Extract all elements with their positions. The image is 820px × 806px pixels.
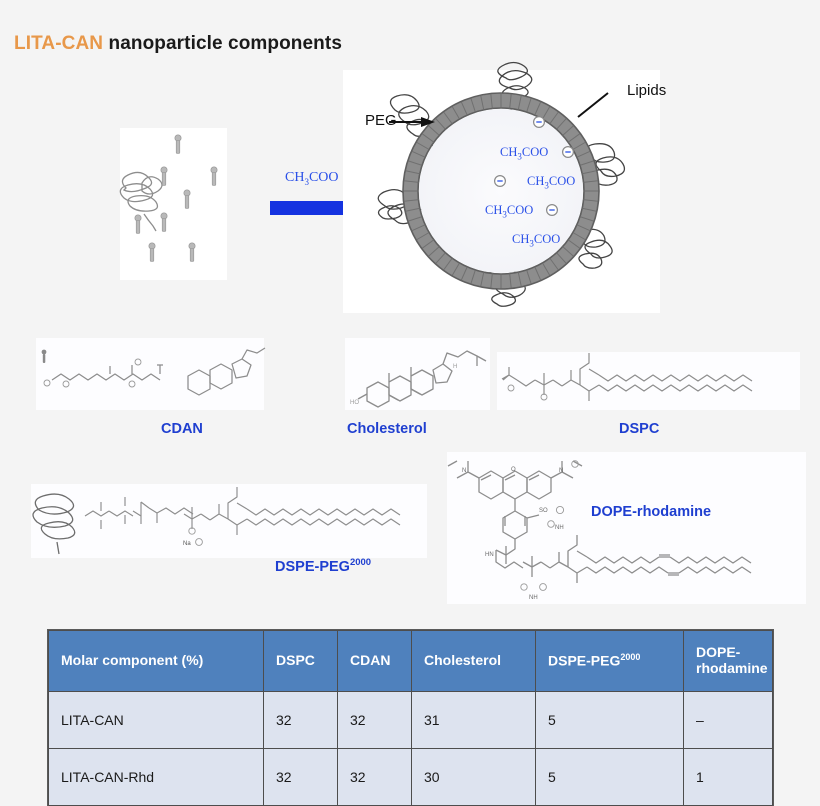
- composition-table: Molar component (%) DSPC CDAN Cholestero…: [48, 630, 773, 806]
- reagent-acetate-label: CH3COO: [285, 170, 339, 187]
- row0-dspe-peg: 5: [535, 691, 684, 749]
- row0-dspc: 32: [263, 691, 338, 749]
- cdan-structure-drawing: [41, 347, 266, 396]
- ion1-ch: CH: [500, 145, 518, 159]
- table-row: LITA-CAN 32 32 31 5 –: [48, 691, 773, 749]
- cdan-structure-panel: [36, 338, 266, 410]
- page-title-accent: LITA-CAN: [14, 33, 104, 54]
- acetate-ion-label-4: CH3COO: [512, 232, 560, 249]
- row0-name: LITA-CAN: [48, 691, 264, 749]
- ion4-coo: COO: [533, 232, 561, 246]
- dspe-peg-label: DSPE-PEG2000: [275, 557, 371, 575]
- cholesterol-label: Cholesterol: [347, 421, 427, 437]
- page-title-rest: nanoparticle components: [108, 33, 342, 54]
- header-dspe-peg-sup: 2000: [620, 652, 641, 663]
- reagent-sub: 3: [304, 176, 309, 187]
- reagent-ch: CH: [285, 170, 305, 185]
- dspe-peg-label-sup: 2000: [349, 557, 372, 568]
- lipids-pointer-line: [577, 92, 609, 118]
- free-components-drawing: [119, 134, 218, 262]
- cholesterol-structure-panel: HO H: [345, 338, 490, 410]
- acetate-ion-label-3: CH3COO: [485, 203, 533, 220]
- dspc-label: DSPC: [619, 421, 660, 437]
- ion2-ch: CH: [527, 174, 545, 188]
- header-dope-rhodamine: DOPE-rhodamine: [683, 630, 773, 692]
- header-cholesterol: Cholesterol: [411, 630, 536, 692]
- ion1-sub: 3: [517, 151, 522, 162]
- vesicle-lumen: [419, 109, 583, 273]
- header-dspc: DSPC: [263, 630, 338, 692]
- dspc-structure-drawing: [501, 353, 753, 401]
- nanoparticle-panel: [343, 61, 660, 313]
- dspc-structure-panel: [497, 352, 800, 410]
- dope-rhodamine-structure-panel: N N O SO NH HN NH: [447, 452, 806, 604]
- svg-text:O: O: [511, 467, 516, 473]
- acetate-ion-label-1: CH3COO: [500, 145, 548, 162]
- peg-pointer-arrow: [389, 117, 435, 127]
- cdan-label: CDAN: [161, 421, 203, 437]
- dspe-peg-structure-drawing: Na: [32, 487, 401, 555]
- row1-dope-rhodamine: 1: [683, 748, 773, 806]
- header-molar-component: Molar component (%): [48, 630, 264, 692]
- dope-rhodamine-structure-drawing: N N O SO NH HN NH: [447, 460, 752, 601]
- ion4-ch: CH: [512, 232, 530, 246]
- dope-rhodamine-label: DOPE-rhodamine: [591, 504, 712, 520]
- header-dspe-peg-text: DSPE-PEG: [548, 652, 621, 669]
- ion1-coo: COO: [521, 145, 549, 159]
- header-dspe-peg: DSPE-PEG2000: [535, 630, 684, 692]
- row1-dspe-peg: 5: [535, 748, 684, 806]
- acetate-ion-label-2: CH3COO: [527, 174, 575, 191]
- dspe-peg-structure-panel: Na: [31, 484, 427, 558]
- svg-text:HN: HN: [485, 552, 494, 558]
- row1-cholesterol: 30: [411, 748, 536, 806]
- page-title: LITA-CAN nanoparticle components: [14, 33, 342, 55]
- dspe-peg-label-text: DSPE-PEG: [275, 558, 350, 575]
- ion3-sub: 3: [502, 209, 507, 220]
- acetate-charge-icons: [493, 115, 575, 217]
- free-components-panel: [119, 128, 227, 280]
- row0-cholesterol: 31: [411, 691, 536, 749]
- row0-cdan: 32: [337, 691, 412, 749]
- peg-annotation: PEG: [365, 112, 397, 129]
- ion4-sub: 3: [529, 238, 534, 249]
- svg-text:Na: Na: [183, 541, 191, 547]
- svg-text:NH: NH: [529, 595, 538, 601]
- ion2-sub: 3: [544, 180, 549, 191]
- reagent-coo: COO: [308, 170, 339, 185]
- row1-dspc: 32: [263, 748, 338, 806]
- row1-name: LITA-CAN-Rhd: [48, 748, 264, 806]
- ion3-coo: COO: [506, 203, 534, 217]
- table-row: LITA-CAN-Rhd 32 32 30 5 1: [48, 748, 773, 806]
- lipids-annotation: Lipids: [627, 82, 667, 99]
- svg-text:SO: SO: [539, 508, 548, 514]
- cholesterol-structure-drawing: HO H: [350, 350, 487, 408]
- row0-dope-rhodamine: –: [683, 691, 773, 749]
- ion3-ch: CH: [485, 203, 503, 217]
- table-header-row: Molar component (%) DSPC CDAN Cholestero…: [48, 630, 773, 692]
- svg-text:H: H: [453, 364, 457, 370]
- liposome-drawing: [377, 61, 626, 307]
- svg-text:NH: NH: [555, 525, 564, 531]
- svg-text:HO: HO: [350, 400, 359, 406]
- ion2-coo: COO: [548, 174, 576, 188]
- row1-cdan: 32: [337, 748, 412, 806]
- svg-text:N: N: [462, 468, 466, 474]
- header-cdan: CDAN: [337, 630, 412, 692]
- svg-text:N: N: [559, 468, 563, 474]
